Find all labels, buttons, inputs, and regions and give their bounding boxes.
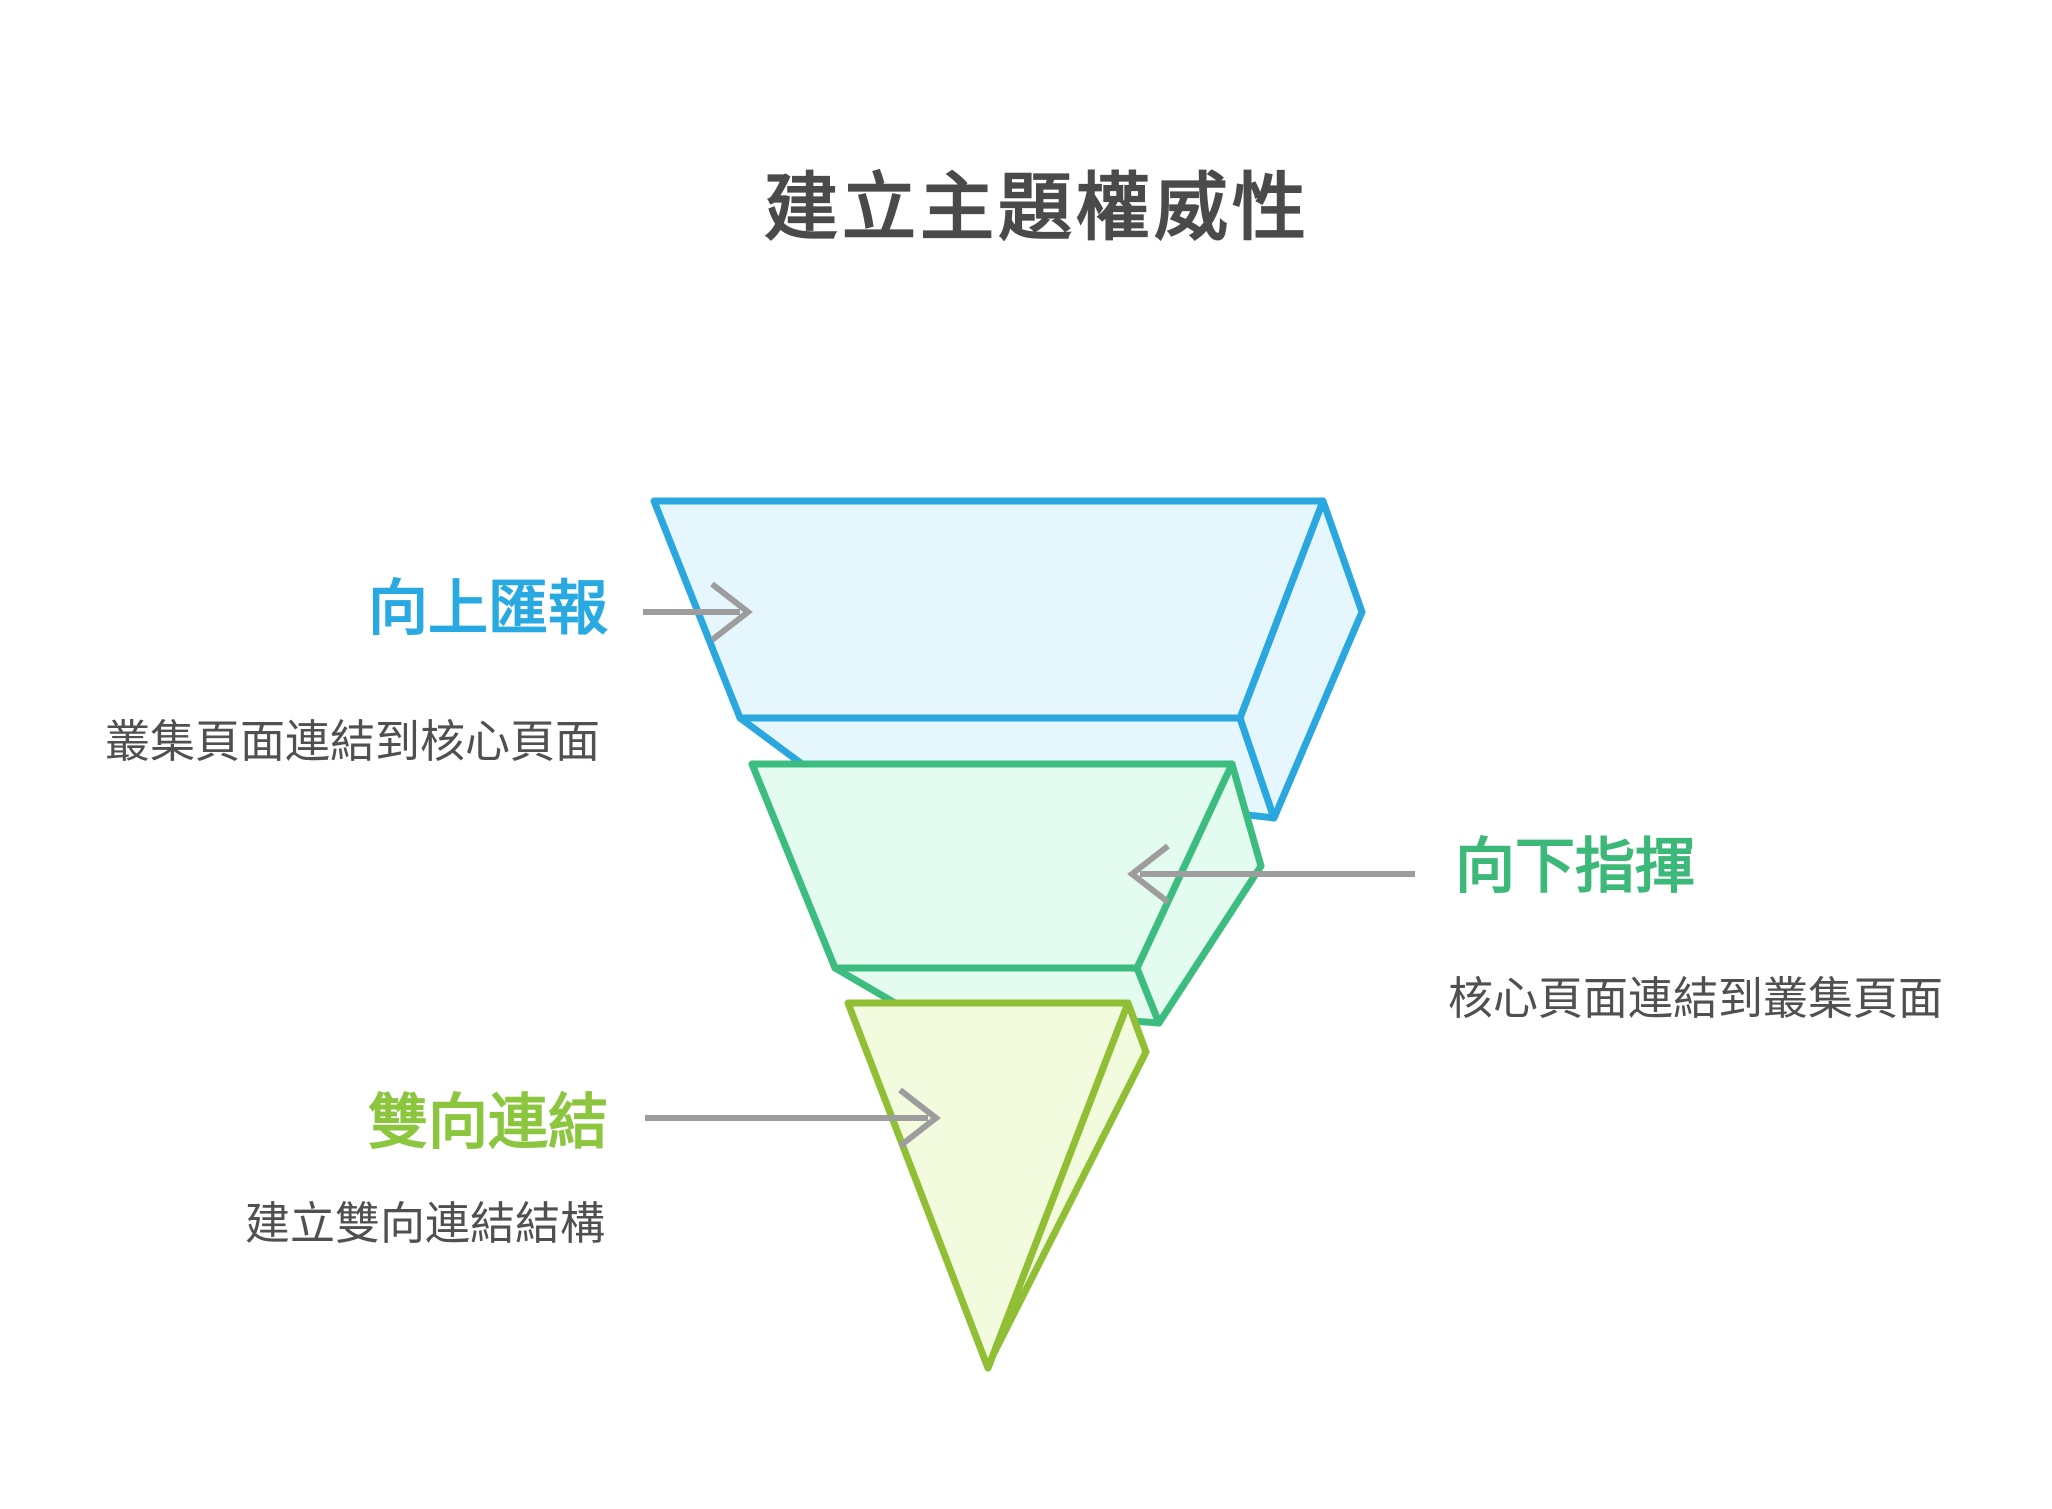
arrow-middle-head-icon	[1127, 843, 1170, 905]
layer-top-label: 向上匯報	[368, 575, 608, 642]
funnel-layer-middle-front-face	[748, 760, 1236, 972]
layer-middle-description: 核心頁面連結到叢集頁面	[1448, 973, 1943, 1024]
arrow-bottom-label	[645, 1087, 941, 1149]
funnel-layer-bottom	[844, 999, 1150, 1372]
layer-top-description: 叢集頁面連結到核心頁面	[105, 716, 600, 767]
layer-bottom-label: 雙向連結	[368, 1089, 608, 1156]
funnel-layer-middle	[748, 760, 1265, 1027]
arrow-bottom-head-icon	[898, 1087, 941, 1149]
layer-middle-label: 向下指揮	[1455, 833, 1695, 900]
funnel-layer-bottom-front-face	[844, 999, 1132, 1372]
arrow-top-head-icon	[710, 581, 753, 643]
funnel-layer-top-front-face	[650, 497, 1327, 722]
arrow-middle-label	[1127, 843, 1415, 905]
layer-bottom-description: 建立雙向連結結構	[245, 1198, 605, 1249]
arrow-top-label	[643, 581, 753, 643]
page-title: 建立主題權威性	[764, 166, 1310, 249]
